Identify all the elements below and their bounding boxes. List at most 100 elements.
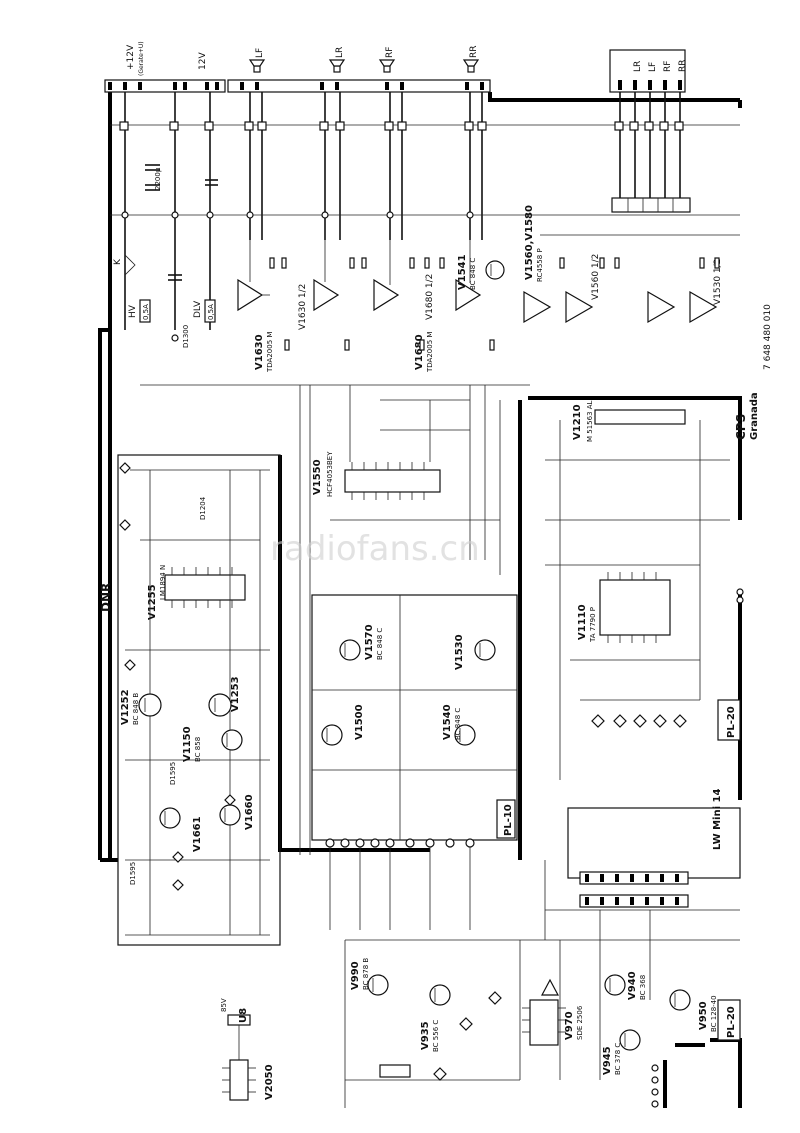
- v940-type-label: BC 368: [639, 975, 647, 1000]
- pl20-label-a: PL-20: [726, 706, 737, 738]
- supply-sub-label: (Gerate+U): [138, 41, 145, 76]
- power-amp-v1680-b: [455, 240, 482, 312]
- opamp-v1560-b: [565, 290, 594, 324]
- v990-type-label: BC 878 B: [362, 958, 370, 990]
- v1630-label: V1630: [254, 334, 265, 370]
- speaker-lr-label: LR: [335, 47, 345, 58]
- right-connector-block: [611, 197, 691, 213]
- v1150-label: V1150: [182, 726, 193, 762]
- v1560-type-label: RC4558 P: [536, 248, 544, 282]
- transistor-v1253: V1253: [208, 676, 241, 717]
- v950-label: V950: [698, 1001, 709, 1030]
- connector-pins: [108, 80, 682, 90]
- v1630-type-label: TDA2005 M: [266, 332, 274, 373]
- v935-label: V935: [420, 1021, 431, 1050]
- v2050-label: V2050: [264, 1064, 275, 1100]
- v1253-label: V1253: [230, 676, 241, 712]
- v970-type-label: SDE 2506: [576, 1005, 584, 1040]
- v950-type-label: BC 128-40: [710, 995, 718, 1032]
- speaker-rr-label: RR: [469, 45, 479, 58]
- pl10-label: PL-10: [503, 804, 514, 836]
- supply-label: +12V: [126, 44, 136, 70]
- lower-connector-row: [325, 838, 475, 930]
- v1540-label: V1540: [442, 704, 453, 740]
- pl10-section: V1570 BC 848 C V1530 V1500 V1540 BC 848 …: [311, 594, 518, 841]
- speaker-rf-label: RF: [385, 47, 395, 58]
- twelve-v-label: 12V: [198, 52, 208, 70]
- transistor-v1252: V1252 BC 848 B: [120, 689, 162, 725]
- v1560-half-label: V1560 1/2: [591, 254, 601, 300]
- transistor-v940: V940 BC 368: [604, 971, 647, 1000]
- opamp-v1560-a: [523, 290, 552, 324]
- resistor-stubs: [269, 257, 720, 351]
- relay-label: K: [113, 258, 123, 265]
- speaker-lf-label: LF: [255, 48, 265, 58]
- v1255-type-label: LM1894 N: [159, 565, 167, 600]
- v1680-type-label: TDA2005 M: [426, 332, 434, 373]
- dnr-test-points: [119, 462, 236, 891]
- fuse-hv-label: HV: [128, 304, 138, 318]
- right-rr-label: RR: [678, 59, 688, 72]
- fuse-hv: HV 0,5A: [128, 299, 151, 323]
- v1550-type-label: HCF4053BEY: [326, 451, 334, 497]
- transistor-v1660: V1660: [219, 794, 255, 830]
- doc-number-label: 7 648 480 010: [763, 304, 773, 370]
- top-labels: +12V (Gerate+U) 12V LF LR RF RR LR LF RF…: [126, 41, 688, 76]
- ic-v1550: V1550 HCF4053BEY: [312, 451, 441, 500]
- cps-label: CPS: [734, 414, 748, 440]
- v1660-label: V1660: [244, 794, 255, 830]
- speaker-icons: [248, 59, 480, 73]
- transistor-v1661: V1661: [159, 807, 203, 852]
- diode-d1300: D1300: [171, 325, 190, 348]
- fuse-hv-value: 0,5A: [142, 304, 150, 320]
- v1680-half-label: V1680 1/2: [425, 274, 435, 320]
- v1560-label: V1560,V1580: [524, 205, 535, 280]
- v970-label: V970: [564, 1011, 575, 1040]
- big-capacitor-label: 2200µ: [154, 167, 162, 190]
- bottom-diamonds: [433, 991, 502, 1081]
- v1550-wiring: [299, 385, 501, 855]
- cps-section: V1210 M 51563 AL CPS Granada V1110 TA 77…: [545, 392, 760, 780]
- v1110-type-label: TA 7790 P: [589, 607, 597, 643]
- fuse-dlv-label: DLV: [193, 300, 203, 318]
- power-amp-v1680-a: [373, 240, 400, 312]
- transistor-v950: V950 BC 128-40: [669, 989, 718, 1032]
- comparator-triangle: [541, 978, 559, 996]
- v1255-label: V1255: [147, 584, 158, 620]
- v1110-label: V1110: [577, 604, 588, 640]
- relay-k: K: [113, 254, 136, 276]
- v935-type-label: BC 556 C: [432, 1020, 440, 1052]
- right-lf-label: LF: [648, 62, 658, 72]
- v1210-type-label: M 51563 AL: [586, 400, 594, 442]
- pl20-box-a: PL-20: [717, 699, 741, 741]
- v1570-type-label: BC 848 C: [376, 628, 384, 660]
- u8-value-label: 85V: [220, 998, 228, 1012]
- transistor-v1541: [485, 260, 505, 280]
- lw-mini-label: LW Mini 14: [712, 789, 723, 850]
- right-rf-label: RF: [663, 61, 673, 72]
- supply-capacitors: [145, 164, 218, 281]
- cps-test-points: [591, 714, 687, 728]
- pl20-box-b: PL-20: [717, 999, 741, 1041]
- transistor-v935: V935 BC 556 C: [420, 984, 451, 1052]
- ic-v970: V970 SDE 2506: [522, 999, 584, 1046]
- v1570-label: V1570: [364, 624, 375, 660]
- v945-label: V945: [602, 1046, 613, 1075]
- lw-mini-section: LW Mini 14: [544, 789, 741, 940]
- d1595b-label: D1595: [129, 862, 137, 885]
- v1252-label: V1252: [120, 689, 131, 725]
- v945-type-label: BC 378 C: [614, 1043, 622, 1075]
- diode-d1300-label: D1300: [182, 325, 190, 348]
- dnr-label: DNR: [99, 583, 113, 612]
- v990-label: V990: [350, 961, 361, 990]
- opamp-v1530-a: [647, 290, 676, 324]
- v1150-type-label: BC 858: [194, 737, 202, 762]
- bottom-section: [344, 910, 740, 1108]
- power-amp-v1630-a: [237, 240, 270, 312]
- granada-label: Granada: [749, 392, 760, 440]
- ic-v2050: U8 85V V2050: [220, 998, 275, 1101]
- opamp-v1530-b: [689, 290, 718, 324]
- d1204-label: D1204: [199, 496, 207, 520]
